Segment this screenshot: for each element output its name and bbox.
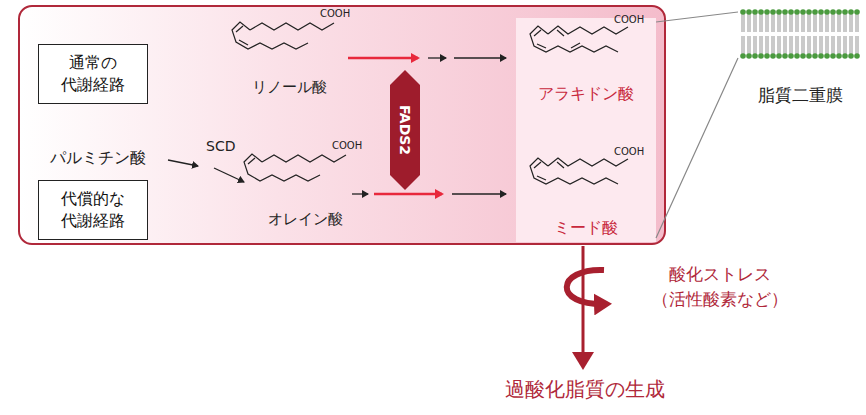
fads2-arrow xyxy=(348,57,418,60)
bilayer-top-leaflet xyxy=(740,8,860,34)
connector-line xyxy=(656,12,738,238)
product-label: ミード酸 xyxy=(516,218,656,239)
enzyme-label: FADS2 xyxy=(397,105,413,155)
product-panel: アラキドン酸ミード酸 xyxy=(516,18,656,242)
molecule-label: オレイン酸 xyxy=(268,210,343,229)
fads2-arrow xyxy=(374,193,442,196)
connector xyxy=(656,12,738,238)
hexagon-shape xyxy=(390,70,420,190)
pathway-region: 通常の 代謝経路代償的な 代謝経路 FADS2 アラキドン酸ミード酸 xyxy=(18,5,666,245)
peroxidation-arrow xyxy=(582,246,585,364)
oxidative-stress-arrow xyxy=(567,270,606,304)
result-label: 過酸化脂質の生成 xyxy=(505,376,665,403)
oleic-structure xyxy=(244,154,346,181)
pathway-box: 通常の 代謝経路 xyxy=(38,44,148,104)
scd-arrow xyxy=(214,168,244,182)
bilayer-bottom-leaflet xyxy=(740,34,860,60)
scd-arrow xyxy=(168,160,198,166)
enzyme-hexagon: FADS2 xyxy=(390,70,420,190)
product-label: アラキドン酸 xyxy=(516,84,656,105)
carboxyl-label: COOH xyxy=(614,14,644,25)
carboxyl-label: COOH xyxy=(332,140,362,151)
mead-structure xyxy=(530,158,628,184)
enzyme-label: SCD xyxy=(206,138,235,154)
substrate-label: パルミチン酸 xyxy=(50,148,146,169)
molecule-label: リノール酸 xyxy=(252,78,327,97)
carboxyl-label: COOH xyxy=(614,146,644,157)
box-label: 代償的な 代謝経路 xyxy=(51,188,135,231)
box-label: 通常の 代謝経路 xyxy=(51,52,135,95)
carboxyl-label: COOH xyxy=(320,8,350,19)
arachidonic-structure xyxy=(530,26,628,52)
stress-label: 酸化ストレス （活性酸素など） xyxy=(620,262,820,311)
step-arrow xyxy=(454,57,506,58)
step-arrow xyxy=(352,193,368,194)
step-arrow xyxy=(452,193,506,194)
pathway-box: 代償的な 代謝経路 xyxy=(38,180,148,240)
linoleic-structure xyxy=(232,22,334,49)
step-arrow xyxy=(428,57,446,58)
bilayer-label: 脂質二重膜 xyxy=(738,84,862,107)
lipid-bilayer: 脂質二重膜 xyxy=(738,4,862,108)
